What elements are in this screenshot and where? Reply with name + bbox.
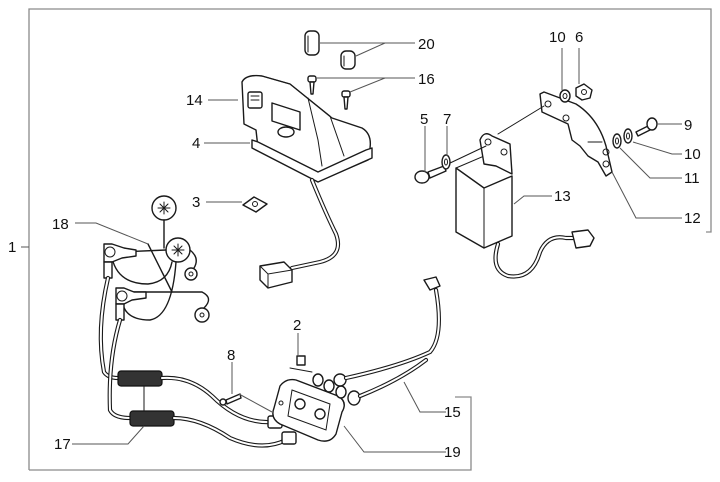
sensor-cable-part-18 — [103, 195, 210, 323]
callout-5: 5 — [420, 111, 428, 128]
callout-9: 9 — [684, 117, 692, 134]
bolt-part-5 — [414, 145, 487, 184]
washer-part-10-top — [559, 89, 571, 103]
nut-plate-part-3 — [242, 196, 268, 213]
callout-10-top: 10 — [549, 29, 566, 46]
callout-14: 14 — [186, 92, 203, 109]
cap-part-20 — [304, 30, 356, 70]
screw-part-8 — [219, 393, 242, 406]
washer-part-11 — [612, 133, 622, 149]
callout-labels: 1 2 3 4 5 6 7 8 9 10 10 11 12 13 14 15 1… — [8, 29, 701, 461]
clip-part-2 — [289, 355, 313, 373]
callout-20: 20 — [418, 36, 435, 53]
assembly-frame-bottom — [29, 396, 472, 471]
harness-part-15 — [312, 276, 441, 406]
callout-15: 15 — [444, 404, 461, 421]
washer-part-10-right — [623, 128, 633, 144]
callout-12: 12 — [684, 210, 701, 227]
gasket-part-4 — [251, 139, 373, 183]
bolt-part-9 — [635, 117, 658, 137]
lead-part-17 — [98, 275, 297, 448]
callout-19: 19 — [444, 444, 461, 461]
module-part-13 — [455, 133, 595, 279]
housing-cable — [259, 177, 341, 289]
leader-lines — [21, 42, 682, 453]
callout-1: 1 — [8, 239, 16, 256]
callout-13: 13 — [554, 188, 571, 205]
callout-10-right: 10 — [684, 146, 701, 163]
callout-17: 17 — [54, 436, 71, 453]
callout-16: 16 — [418, 71, 435, 88]
washer-part-7 — [441, 154, 451, 170]
switch-plate-part-19 — [272, 378, 345, 442]
callout-2: 2 — [293, 317, 301, 334]
bracket-part-12 — [497, 91, 613, 177]
callout-8: 8 — [227, 347, 235, 364]
assembly-frame — [28, 8, 712, 470]
callout-3: 3 — [192, 194, 200, 211]
callout-11: 11 — [684, 170, 700, 187]
callout-6: 6 — [575, 29, 583, 46]
screw-part-16 — [307, 75, 351, 110]
callout-4: 4 — [192, 135, 200, 152]
callout-18: 18 — [52, 216, 69, 233]
nut-part-6 — [575, 83, 593, 101]
callout-7: 7 — [443, 111, 451, 128]
